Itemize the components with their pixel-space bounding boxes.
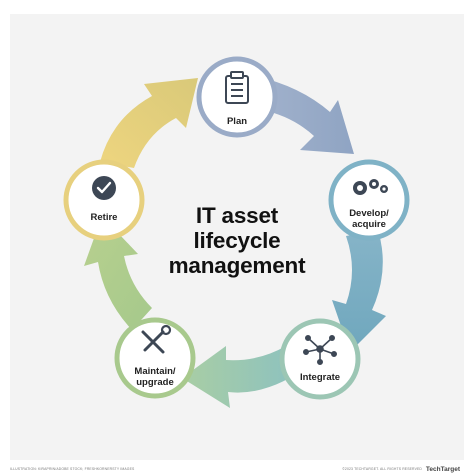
checkmark-icon	[92, 176, 116, 200]
stage-label-maintain-upgrade: Maintain/ upgrade	[105, 366, 205, 388]
title-line-1: IT asset	[195, 203, 279, 228]
arrow-plan-to-develop	[255, 76, 354, 154]
diagram-title: IT asset lifecycle management	[112, 203, 362, 278]
stage-label-develop-text: Develop/ acquire	[349, 208, 389, 230]
stage-label-maintain-text: Maintain/ upgrade	[134, 366, 176, 388]
stage-plan	[196, 56, 278, 138]
stage-retire	[63, 159, 145, 241]
title-line-3: management	[168, 253, 306, 278]
network-nodes-icon	[302, 334, 337, 365]
stage-integrate	[279, 318, 361, 400]
brand-logo: TechTarget	[425, 466, 460, 473]
copyright-notice: ©2023 TECHTARGET. ALL RIGHTS RESERVED	[342, 467, 422, 471]
stage-label-develop-acquire: Develop/ acquire	[319, 208, 419, 230]
gears-icon	[353, 179, 388, 195]
clipboard-icon	[225, 71, 249, 104]
title-line-2: lifecycle	[193, 228, 281, 253]
arrow-maintain-to-retire	[84, 216, 152, 330]
stage-label-integrate: Integrate	[299, 372, 341, 383]
stage-label-retire: Retire	[90, 212, 118, 223]
stage-label-plan: Plan	[226, 116, 248, 127]
arrow-integrate-to-maintain	[182, 346, 300, 408]
arrow-retire-to-plan	[100, 78, 198, 168]
tools-icon	[141, 324, 172, 354]
stage-develop-acquire	[328, 159, 410, 241]
illustration-credit: ILLUSTRATION: KIRAPRIN/ADOBE STOCK; FRES…	[10, 467, 135, 471]
arrow-develop-to-integrate	[332, 230, 386, 352]
stage-maintain-upgrade	[114, 317, 196, 399]
